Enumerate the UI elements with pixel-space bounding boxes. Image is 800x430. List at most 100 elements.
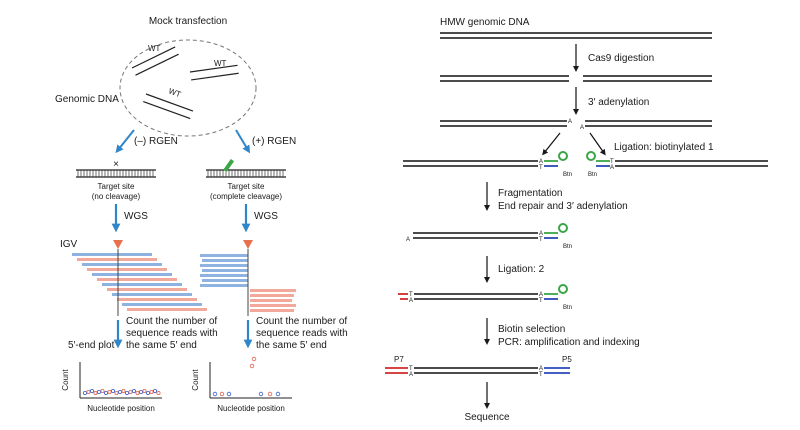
mock-transfection-title: Mock transfection — [149, 16, 227, 27]
read-bar — [82, 263, 162, 266]
no-cleavage-x-icon: × — [113, 159, 119, 170]
read-bar — [250, 289, 296, 292]
arrow-ligation-right — [589, 132, 606, 156]
five-end-plot-cleaved: Count Nucleotide position — [191, 356, 292, 413]
count-text-left-1: Count the number of — [126, 316, 217, 327]
target-site-no-cleavage: × Target site (no cleavage) — [76, 159, 156, 201]
plot-dot — [114, 390, 119, 395]
read-bar — [107, 288, 187, 291]
plot-dot — [83, 390, 88, 395]
minus-rgen-label: (–) RGEN — [134, 136, 178, 147]
target-no-cleavage-line2: (no cleavage) — [92, 192, 141, 201]
arrow-minus-rgen — [115, 129, 135, 154]
biotin-loop-icon — [558, 151, 568, 161]
biotin-loop-icon — [558, 284, 568, 294]
svg-text:T: T — [539, 237, 543, 243]
plot-dot — [156, 390, 161, 395]
plot-right-x-label: Nucleotide position — [217, 404, 285, 413]
read-bar — [200, 254, 248, 257]
plot-dot — [100, 388, 105, 393]
svg-text:T: T — [539, 165, 543, 171]
read-bar — [200, 264, 248, 267]
plot-dot — [131, 388, 136, 393]
svg-text:A: A — [406, 237, 410, 243]
target-cleavage-line2: (complete cleavage) — [210, 192, 282, 201]
btn-label-3: Btn — [563, 244, 572, 250]
p5-label: P5 — [562, 355, 572, 364]
plot-dot — [93, 390, 98, 395]
count-text-left-3: the same 5′ end — [126, 340, 197, 351]
wt-label-1: WT — [148, 44, 161, 53]
p7-label: P7 — [394, 355, 404, 364]
svg-text:T: T — [409, 366, 413, 372]
read-bar — [202, 259, 248, 262]
read-bar — [87, 268, 167, 271]
biotin-loop-icon — [558, 223, 568, 233]
plot-dot — [128, 389, 133, 394]
igv-reads-uncleaved — [72, 253, 207, 311]
target-no-cleavage-line1: Target site — [98, 182, 135, 191]
btn-label-1: Btn — [563, 172, 572, 178]
dna-fragment-2: WT — [189, 59, 239, 81]
plot-dot — [90, 388, 95, 393]
plot-dot — [111, 388, 116, 393]
read-bar — [97, 278, 177, 281]
plot-dot — [86, 389, 91, 394]
wt-label-2: WT — [214, 59, 227, 68]
step-pcr: PCR: amplification and indexing — [498, 337, 640, 348]
svg-text:A: A — [539, 366, 543, 372]
cut-site-marker-left — [113, 240, 123, 249]
svg-text:T: T — [610, 159, 614, 165]
read-bar — [102, 283, 182, 286]
plot-dot — [275, 391, 281, 397]
svg-text:A: A — [539, 231, 543, 237]
svg-text:T: T — [409, 292, 413, 298]
read-bar — [200, 274, 248, 277]
biotin-loop-icon — [586, 151, 596, 161]
step-sequence: Sequence — [464, 412, 509, 423]
target-site-cleavage: Target site (complete cleavage) — [206, 158, 286, 201]
plot-dot — [152, 388, 157, 393]
wt-label-3: WT — [167, 86, 182, 99]
arrow-plus-rgen — [235, 129, 251, 154]
read-bar — [202, 279, 248, 282]
ligated-right-fragment: T A Btn — [586, 151, 768, 178]
base-a-2: A — [580, 125, 584, 131]
plot-dot — [267, 391, 273, 397]
read-bar — [77, 258, 157, 261]
plot-dot — [138, 389, 143, 394]
hmw-genomic-dna-label: HMW genomic DNA — [440, 17, 530, 28]
step-ligation1: Ligation: biotinylated 1 — [614, 142, 714, 153]
count-text-left-2: sequence reads with — [126, 328, 218, 339]
plot-dot — [121, 388, 126, 393]
svg-text:T: T — [539, 298, 543, 304]
right-panel: HMW genomic DNA Cas9 digestion 3′ adenyl… — [385, 17, 768, 423]
step-adenylation: 3′ adenylation — [588, 97, 649, 108]
svg-text:A: A — [409, 372, 413, 378]
step-fragmentation-1: Fragmentation — [498, 188, 562, 199]
read-bar — [92, 273, 172, 276]
target-cleavage-line1: Target site — [228, 182, 265, 191]
read-bar — [127, 308, 207, 311]
plot-dot — [226, 391, 232, 397]
plus-rgen-label: (+) RGEN — [252, 136, 296, 147]
read-bar — [112, 293, 192, 296]
dna-fragment-1: WT — [131, 44, 179, 76]
arrow-ligation-left — [542, 132, 561, 156]
ligated-adapter-2: T A A T Btn — [398, 284, 572, 311]
wgs-label-right: WGS — [254, 211, 278, 222]
plot-left-x-label: Nucleotide position — [87, 404, 155, 413]
read-bar — [117, 298, 197, 301]
btn-label-2: Btn — [588, 172, 597, 178]
genomic-dna-label: Genomic DNA — [55, 94, 119, 105]
count-text-right-3: the same 5′ end — [256, 340, 327, 351]
plot-dot — [149, 389, 154, 394]
read-bar — [202, 269, 248, 272]
svg-text:A: A — [539, 292, 543, 298]
step-ligation2: Ligation: 2 — [498, 264, 545, 275]
igv-reads-cleaved — [200, 254, 296, 312]
cut-site-marker-right — [243, 240, 253, 249]
five-end-plot-title: 5′-end plot — [68, 340, 115, 351]
